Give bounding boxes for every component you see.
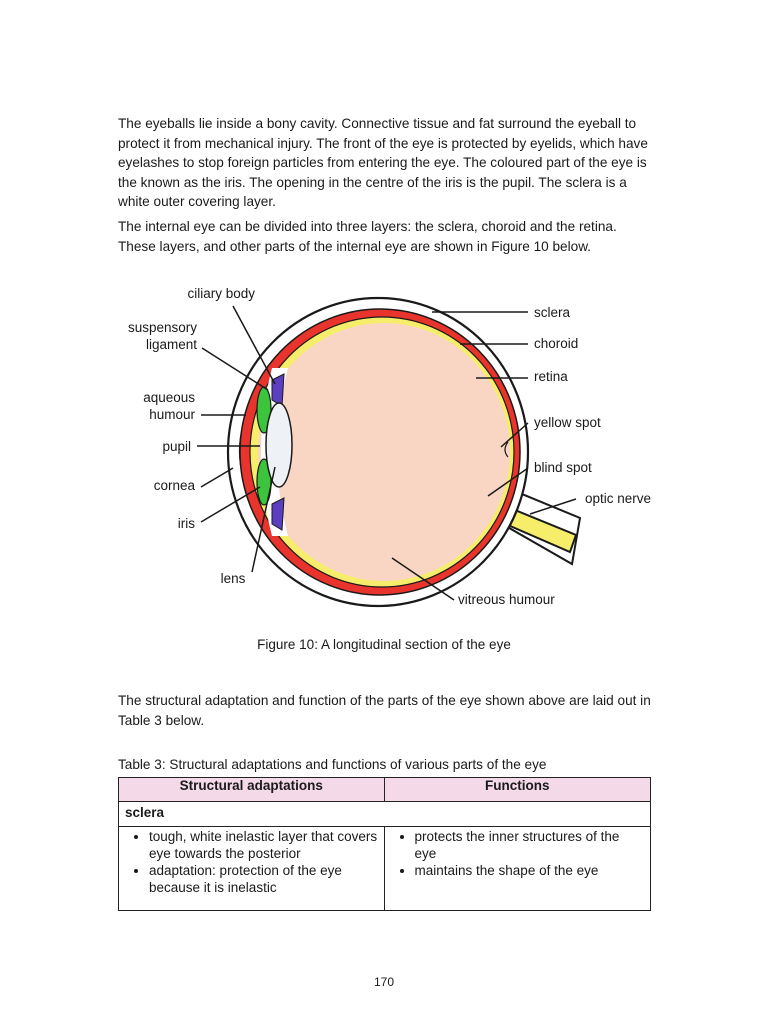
- eye-diagram: ciliary body suspensory ligament aqueous…: [128, 286, 651, 608]
- adaptation-item: adaptation: protection of the eye becaus…: [149, 862, 378, 896]
- table-title: Table 3: Structural adaptations and func…: [118, 757, 547, 772]
- label-suspensory-ligament-2: ligament: [146, 337, 197, 352]
- table-row: tough, white inelastic layer that covers…: [118, 826, 651, 911]
- label-ciliary-body: ciliary body: [187, 286, 255, 301]
- yellow-spot-mark: [504, 441, 509, 458]
- label-sclera: sclera: [534, 305, 571, 320]
- section-label: sclera: [118, 801, 651, 827]
- label-lens: lens: [221, 571, 246, 586]
- adaptations-cell: tough, white inelastic layer that covers…: [118, 826, 385, 911]
- table-header-row: Structural adaptations Functions: [118, 777, 651, 802]
- vitreous-humour-region: [258, 323, 510, 581]
- layers-paragraph: The internal eye can be divided into thr…: [118, 219, 617, 254]
- header-functions: Functions: [383, 777, 651, 802]
- leader-lens: [251, 466, 276, 573]
- label-aqueous-humour-1: aqueous: [143, 390, 195, 405]
- section-row: sclera: [118, 801, 651, 827]
- label-retina: retina: [534, 369, 568, 384]
- leader-vitreous-humour: [391, 557, 455, 601]
- label-yellow-spot: yellow spot: [534, 415, 601, 430]
- label-cornea: cornea: [154, 478, 196, 493]
- ciliary-body-bottom: [271, 497, 285, 531]
- function-item: maintains the shape of the eye: [415, 862, 645, 879]
- label-blind-spot: blind spot: [534, 460, 592, 475]
- leader-yellow-spot: [500, 422, 529, 448]
- adaptation-item: tough, white inelastic layer that covers…: [149, 828, 378, 862]
- label-choroid: choroid: [534, 336, 578, 351]
- leader-blind-spot: [487, 467, 529, 497]
- table-intro-paragraph: The structural adaptation and function o…: [118, 693, 651, 728]
- leader-iris: [200, 486, 261, 523]
- leader-ciliary-body: [232, 305, 276, 385]
- function-item: protects the inner structures of the eye: [415, 828, 645, 862]
- intro-paragraph: The eyeballs lie inside a bony cavity. C…: [118, 116, 648, 209]
- figure-caption: Figure 10: A longitudinal section of the…: [257, 637, 511, 652]
- leader-cornea: [200, 467, 234, 488]
- adaptations-table: Structural adaptations Functions sclera …: [118, 777, 651, 911]
- label-iris: iris: [178, 516, 195, 531]
- leader-lines: [197, 305, 577, 601]
- label-aqueous-humour-2: humour: [149, 407, 195, 422]
- eye-cross-section: [226, 296, 582, 608]
- functions-cell: protects the inner structures of the eye…: [383, 826, 651, 911]
- label-optic-nerve: optic nerve: [585, 491, 651, 506]
- leader-suspensory-ligament: [201, 347, 269, 391]
- label-vitreous-humour: vitreous humour: [458, 592, 555, 607]
- lens-shape: [265, 402, 293, 488]
- header-structural-adaptations: Structural adaptations: [118, 777, 385, 802]
- leader-optic-nerve: [529, 498, 577, 515]
- page-number: 170: [373, 975, 395, 989]
- ciliary-body-top: [271, 373, 285, 407]
- label-suspensory-ligament-1: suspensory: [128, 320, 197, 335]
- label-pupil: pupil: [162, 439, 191, 454]
